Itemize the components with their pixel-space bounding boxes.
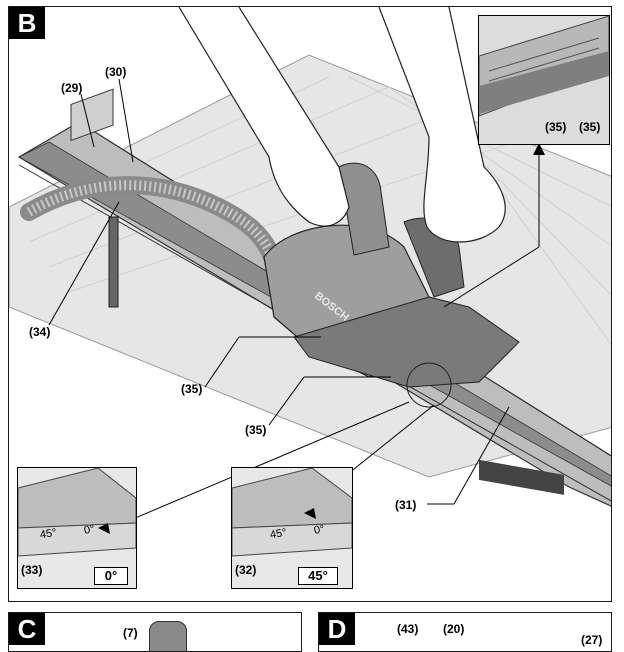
panel-c: C (7) <box>8 612 302 652</box>
inset-callout-35-a: (35) <box>545 120 567 134</box>
scale-mark-0-right: 0° <box>313 523 326 537</box>
callout-34: (34) <box>29 325 51 339</box>
leader-arrow-up <box>533 143 545 155</box>
panel-letter-b: B <box>9 7 45 39</box>
inset-scale-fortyfive: 45° 0° 45° <box>231 467 353 589</box>
callout-27: (27) <box>581 633 603 647</box>
panel-b-illustration: BOSCH <box>9 7 611 528</box>
inset-callout-35-b: (35) <box>579 120 601 134</box>
callout-29: (29) <box>61 81 83 95</box>
callout-7: (7) <box>123 626 138 640</box>
callout-30: (30) <box>105 65 127 79</box>
scale-mark-0-left: 0° <box>83 523 96 537</box>
inset-rail-detail: (35) (35) <box>478 15 610 145</box>
panel-letter-d: D <box>319 613 355 645</box>
callout-35-b: (35) <box>245 423 267 437</box>
callout-33: (33) <box>21 563 43 577</box>
rail-leg <box>108 216 119 308</box>
angle-box-fortyfive: 45° <box>298 567 338 585</box>
panel-b: BOSCH B <box>8 6 612 602</box>
angle-box-zero: 0° <box>94 567 128 585</box>
panel-letter-c: C <box>9 613 45 645</box>
right-hand <box>378 7 506 243</box>
rail-end-stop <box>70 88 114 142</box>
callout-20: (20) <box>443 622 465 636</box>
panel-d: D (43) (20) (27) <box>318 612 612 652</box>
left-hand <box>178 7 350 227</box>
callout-32: (32) <box>235 563 257 577</box>
callout-31: (31) <box>395 498 417 512</box>
callout-35-a: (35) <box>181 382 203 396</box>
saw-handle <box>338 162 390 256</box>
magnifier-circle <box>406 362 452 408</box>
callout-43: (43) <box>397 622 419 636</box>
inset-scale-zero: 45° 0° 0° <box>17 467 137 589</box>
